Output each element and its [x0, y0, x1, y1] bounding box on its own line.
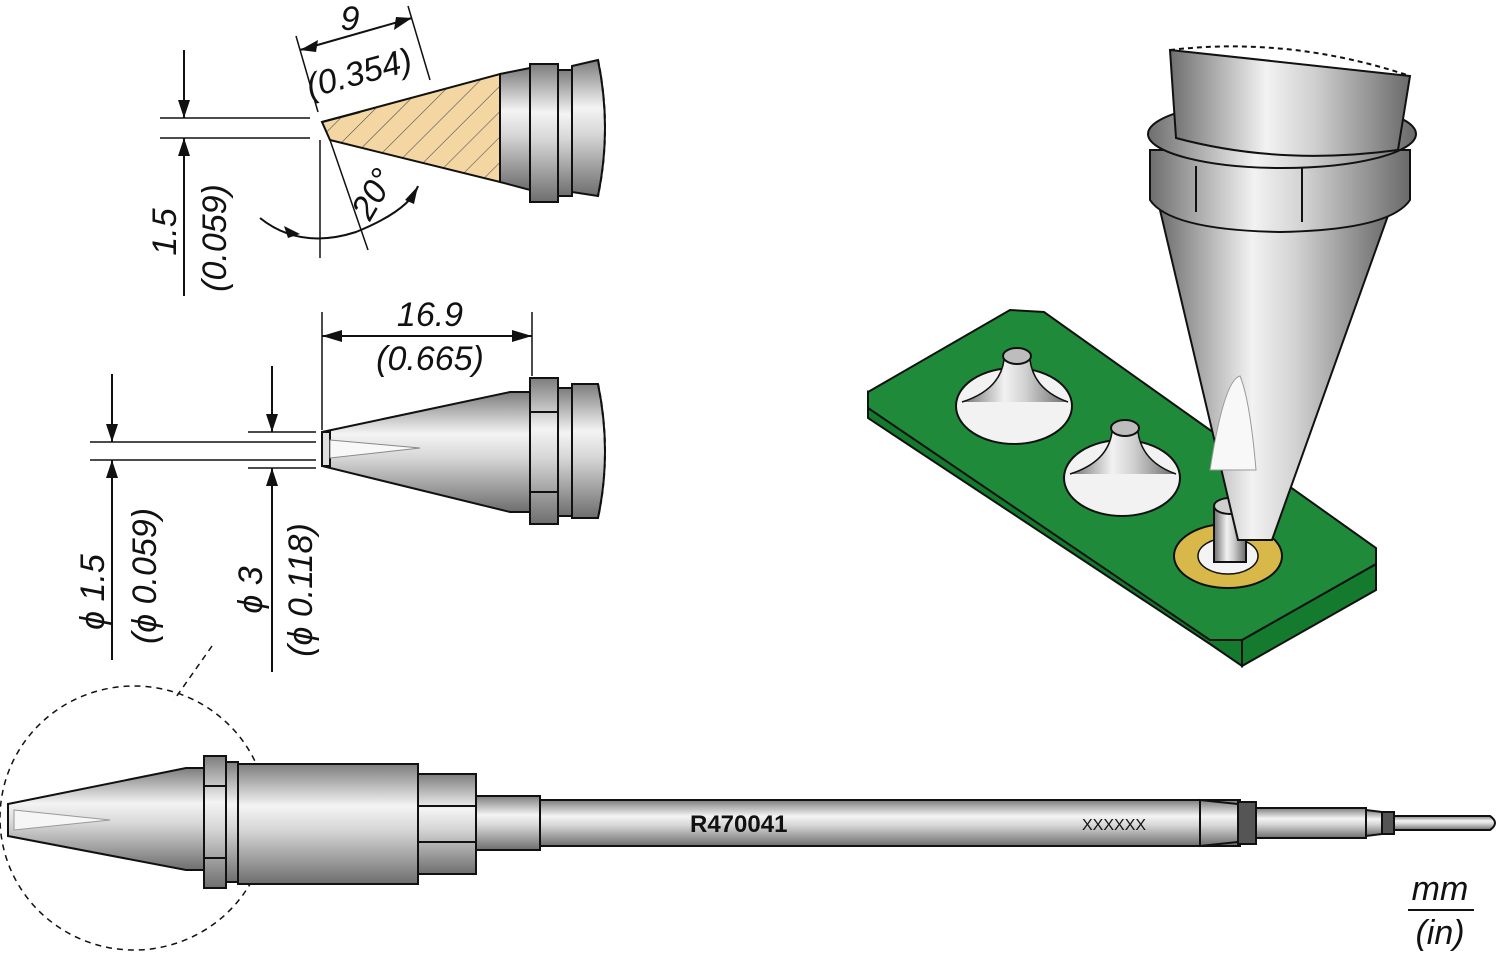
- top-thickness-mm: 1.5: [146, 208, 184, 255]
- pcb-illustration: [867, 45, 1417, 668]
- iron-barrel: [1168, 48, 1412, 157]
- tip-collar: [529, 63, 559, 203]
- cone-collar: [529, 377, 559, 525]
- tip-groove: [557, 69, 573, 197]
- tip-rear: [571, 58, 606, 198]
- top-length-mm: 9: [341, 0, 360, 38]
- batch-code: XXXXXX: [1082, 817, 1146, 834]
- cartridge-hex: [417, 773, 477, 875]
- tip-dia-mm: ϕ 1.5: [74, 554, 112, 630]
- mid-length-in: (0.665): [376, 340, 484, 378]
- units-legend: mm (in): [1408, 870, 1474, 952]
- unit-in: (in): [1415, 914, 1464, 952]
- body-dia-in: (ϕ 0.118): [282, 523, 320, 657]
- tip-dia-in: (ϕ 0.059): [126, 508, 164, 644]
- top-length-in: (0.354): [302, 41, 416, 106]
- middle-detail: 16.9 (0.665) ϕ 1.5 (ϕ 0.059) ϕ 3 (ϕ 0.11…: [74, 296, 606, 672]
- body-dia-mm: ϕ 3: [232, 566, 270, 613]
- mid-length-mm: 16.9: [397, 296, 463, 334]
- cartridge-shaft: [539, 799, 1241, 847]
- unit-mm: mm: [1412, 870, 1469, 908]
- cartridge-body: [237, 763, 419, 885]
- cartridge: R470041 XXXXXX: [0, 685, 1496, 951]
- tip-taper: [499, 66, 531, 192]
- top-detail: 9 (0.354) 1.5 (0.059) 20°: [146, 0, 606, 296]
- iron-nut: [1149, 149, 1411, 234]
- part-number: R470041: [690, 811, 787, 838]
- top-angle: 20°: [344, 162, 403, 226]
- top-thickness-in: (0.059): [196, 184, 234, 292]
